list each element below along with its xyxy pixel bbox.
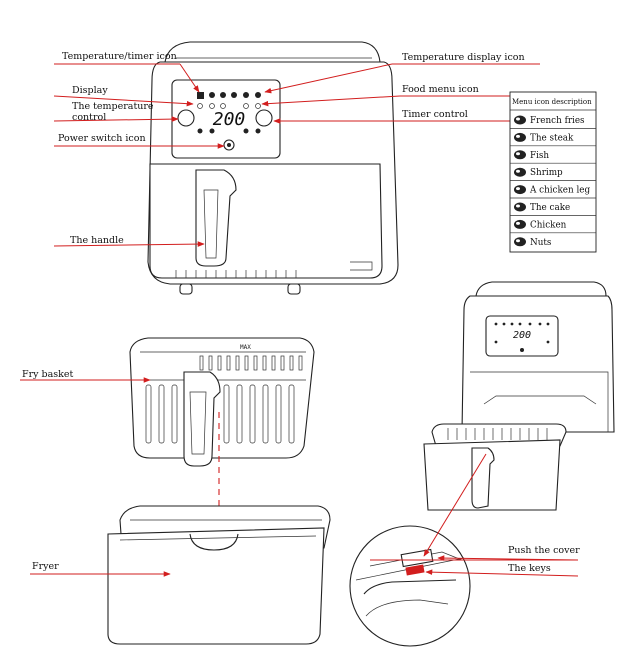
chicken-leg-icon [514, 185, 526, 195]
menu-table-row: French fries [514, 115, 585, 126]
label-temp-control-line2: control [72, 112, 106, 123]
main-fryer-drawing: 200 [147, 41, 399, 295]
label-temp-control-line1: The temperature [72, 101, 154, 112]
keys-detail-zoom [349, 525, 471, 647]
label-keys: The keys [508, 563, 551, 574]
french-fries-icon [514, 115, 526, 125]
label-fry-basket: Fry basket [22, 369, 74, 380]
chicken-icon [514, 219, 526, 229]
small-fryer-drawing: 200 [423, 281, 615, 511]
panel-icons [197, 92, 261, 134]
menu-table-row: A chicken leg [510, 180, 596, 196]
label-power-switch-icon: Power switch icon [58, 133, 146, 144]
fish-icon [514, 150, 526, 160]
menu-table-title: Menu icon description [512, 98, 592, 106]
main-display-value: 200 [213, 109, 246, 130]
menu-table-label: Shrimp [530, 168, 563, 178]
main-handle [195, 169, 237, 267]
small-display-value: 200 [513, 330, 531, 341]
menu-table-label: A chicken leg [529, 186, 590, 196]
label-handle: The handle [70, 235, 124, 246]
menu-table-row: The steak [510, 128, 596, 143]
keys-button-highlight [405, 564, 425, 576]
fryer-drawing [107, 505, 331, 645]
cake-icon [514, 202, 526, 212]
menu-table-label: The steak [530, 133, 574, 143]
menu-table-row: Chicken [510, 215, 596, 230]
menu-table-label: Fish [530, 151, 549, 161]
basket-handle [183, 371, 221, 467]
timer-control-button [255, 109, 273, 127]
label-food-menu-icon: Food menu icon [402, 84, 479, 95]
steak-icon [514, 132, 526, 142]
main-labels: Temperature/timer icon Temperature displ… [58, 51, 525, 246]
menu-table-label: The cake [530, 203, 570, 213]
menu-table-label: Chicken [530, 220, 567, 230]
label-temp-timer-icon: Temperature/timer icon [62, 51, 177, 62]
fry-basket-drawing: MAX [129, 337, 315, 467]
menu-table-label: Nuts [530, 238, 552, 248]
menu-table-row: Shrimp [510, 162, 596, 178]
nuts-icon [514, 237, 526, 247]
menu-table-row: Nuts [510, 232, 596, 248]
basket-max-mark: MAX [240, 344, 251, 351]
menu-table-label: French fries [530, 116, 585, 126]
shrimp-icon [514, 167, 526, 177]
label-display: Display [72, 85, 108, 96]
label-temp-display-icon: Temperature display icon [402, 52, 525, 63]
menu-table-row: The cake [510, 197, 596, 213]
label-fryer: Fryer [32, 561, 59, 572]
menu-table-row: Fish [510, 145, 596, 161]
label-push-cover: Push the cover [508, 545, 580, 556]
label-timer-control: Timer control [402, 109, 468, 120]
